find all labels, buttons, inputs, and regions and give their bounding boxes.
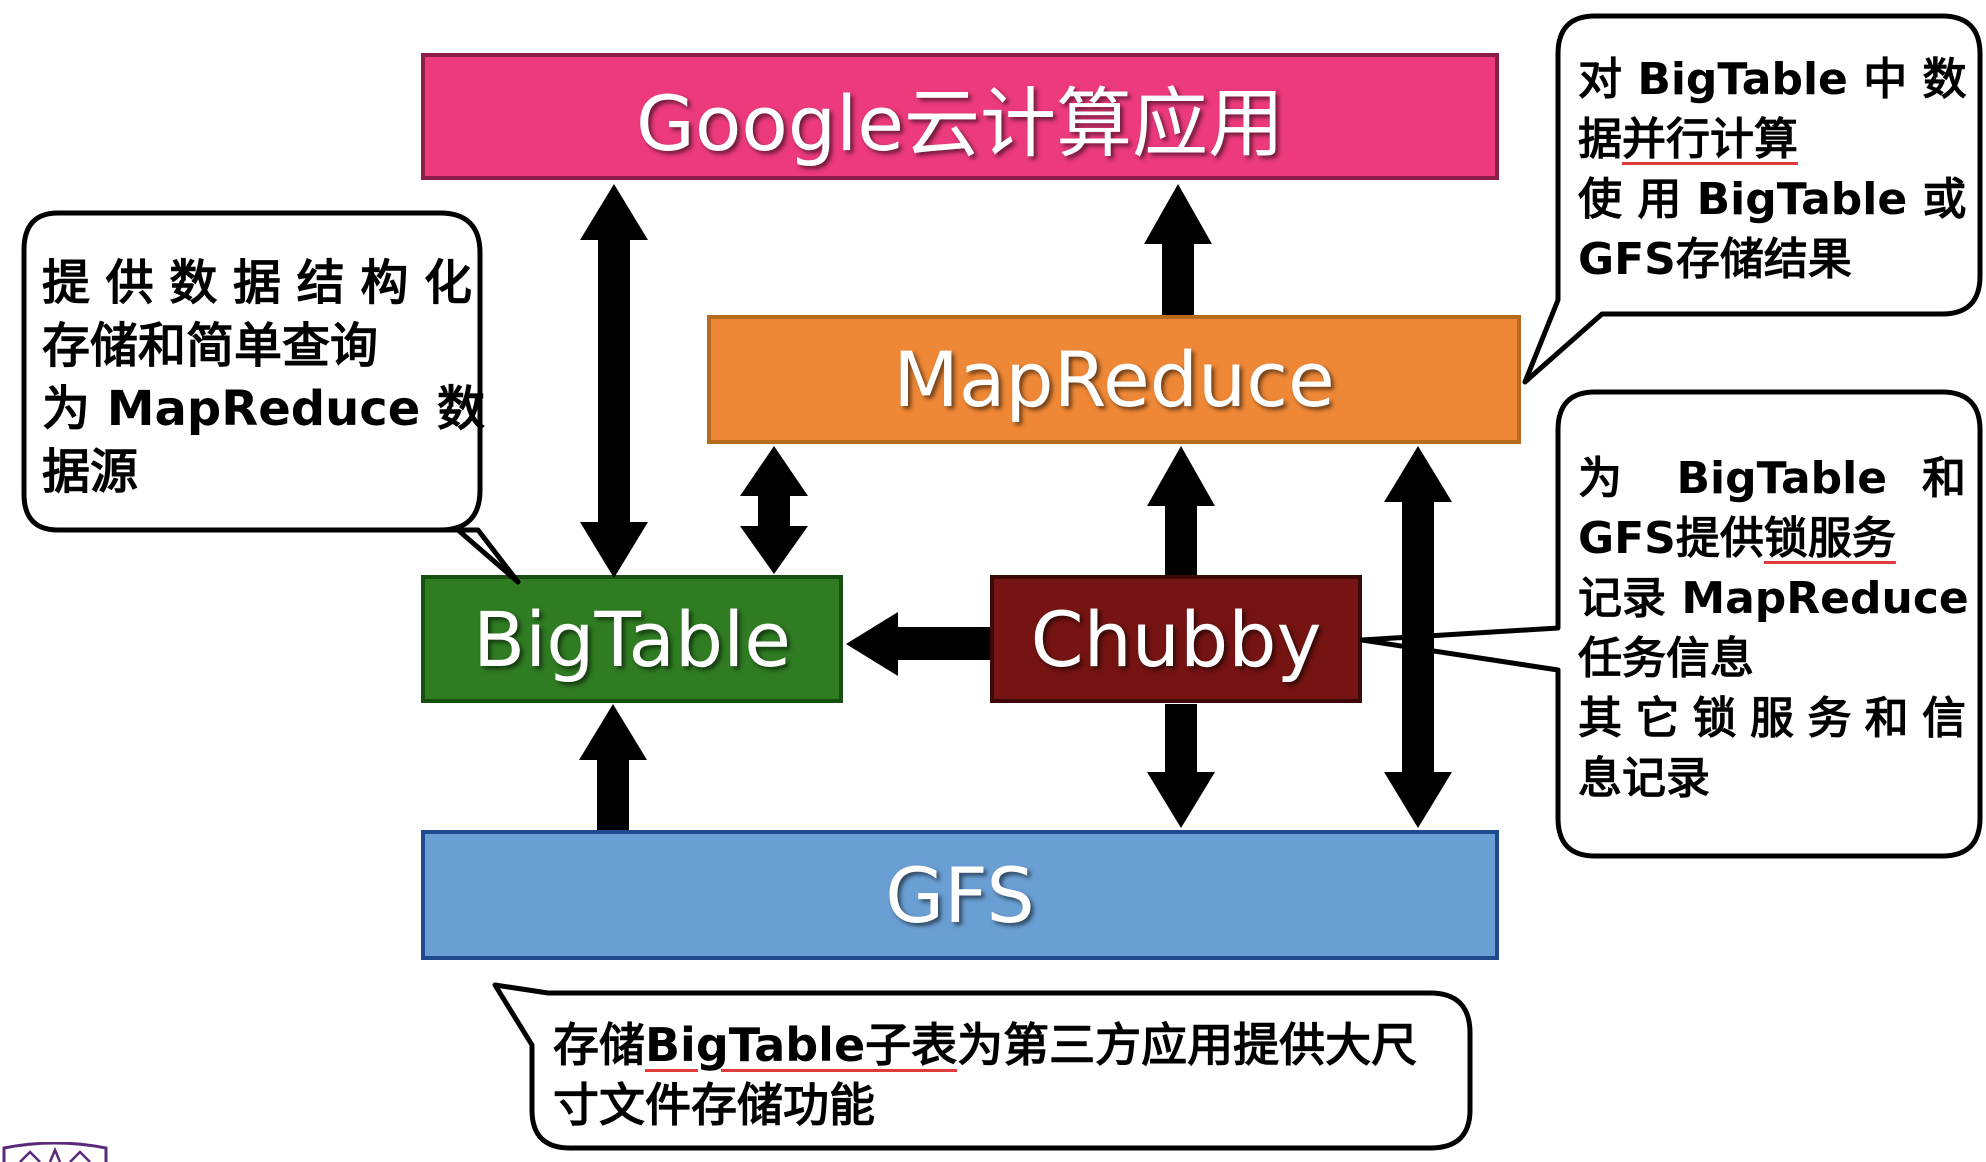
google-cloud-app-label: Google云计算应用 (635, 78, 1284, 168)
callout-bottom-line1-c: 为第三方应用提供大尺 (957, 1018, 1418, 1072)
callout-top-right-bubble (1522, 13, 1983, 385)
chubby-label: Chubby (1030, 594, 1322, 684)
callout-top-right-text: 对 BigTable 中 数 据并行计算 使 用 BigTable 或 GFS存… (1578, 50, 1967, 290)
callout-left-line4: 据源 (42, 444, 139, 500)
university-seal-icon (2, 1142, 108, 1162)
arrow-google-bigtable (580, 184, 648, 578)
callout-top-right-line2-a: 据 (1578, 114, 1622, 165)
callout-right-line2-b: 锁服务 (1763, 513, 1896, 564)
callout-top-right-line1: 对 BigTable 中 数 (1578, 54, 1967, 105)
callout-right-line6: 息记录 (1578, 753, 1710, 804)
callout-top-right-line2: 据并行计算 (1578, 110, 1966, 170)
callout-right-line2: GFS提供锁服务 (1578, 509, 1966, 569)
gfs-box: GFS (421, 830, 1499, 960)
arrow-chubby-mapreduce (1147, 446, 1215, 575)
arrows (579, 184, 1452, 830)
callout-top-right-line4: GFS存储结果 (1578, 234, 1852, 285)
google-cloud-app-box: Google云计算应用 (421, 53, 1499, 180)
bigtable-box: BigTable (421, 575, 843, 703)
gfs-label: GFS (885, 850, 1035, 940)
arrow-mapreduce-google (1144, 184, 1212, 315)
callout-left-line2: 存储和简单查询 (42, 318, 379, 374)
arrow-gfs-bigtable (579, 704, 647, 830)
callout-left-text: 提供数据结构化 存储和简单查询 为 MapReduce 数 据源 (42, 252, 485, 504)
callout-top-right-line2-b: 并行计算 (1622, 114, 1798, 165)
callout-left-bubble (21, 210, 521, 585)
arrow-chubby-gfs-top (1165, 704, 1197, 772)
callout-right-line3: 记录 MapReduce (1578, 573, 1969, 624)
callout-bubbles (21, 13, 1983, 1151)
callout-bottom-line2: 寸文件存储功能 (553, 1078, 875, 1132)
callout-top-right-line3: 使 用 BigTable 或 (1578, 174, 1967, 225)
callout-right-bubble (1359, 389, 1983, 859)
chubby-box: Chubby (990, 575, 1362, 703)
callout-bottom-line1: 存储BigTable子表为第三方应用提供大尺 (553, 1015, 1463, 1075)
arrow-mapreduce-gfs (1384, 446, 1452, 828)
callout-left-line3: 为 MapReduce 数 (42, 381, 485, 437)
callout-left-line1: 提供数据结构化 (42, 255, 472, 311)
mapreduce-label: MapReduce (893, 335, 1335, 424)
callout-bottom-text: 存储BigTable子表为第三方应用提供大尺 寸文件存储功能 (553, 1015, 1463, 1135)
arrow-mapreduce-bigtable (740, 446, 808, 574)
callout-right-text: 为 BigTable 和 GFS提供锁服务 记录 MapReduce 任务信息 … (1578, 449, 1969, 809)
arrow-chubby-bigtable (846, 612, 990, 676)
callout-right-line4: 任务信息 (1578, 633, 1754, 684)
callout-bottom-bubble (492, 982, 1473, 1151)
callout-bottom-line1-a: 存储 (553, 1018, 645, 1072)
callout-right-line2-a: GFS提供 (1578, 513, 1764, 564)
bigtable-label: BigTable (472, 594, 792, 684)
callout-right-line5: 其它锁服务和信 (1578, 693, 1966, 744)
callout-right-line1: 为 BigTable 和 (1578, 453, 1966, 504)
mapreduce-box: MapReduce (707, 315, 1521, 444)
callout-bottom-line1-b: BigTable子表 (645, 1018, 958, 1072)
